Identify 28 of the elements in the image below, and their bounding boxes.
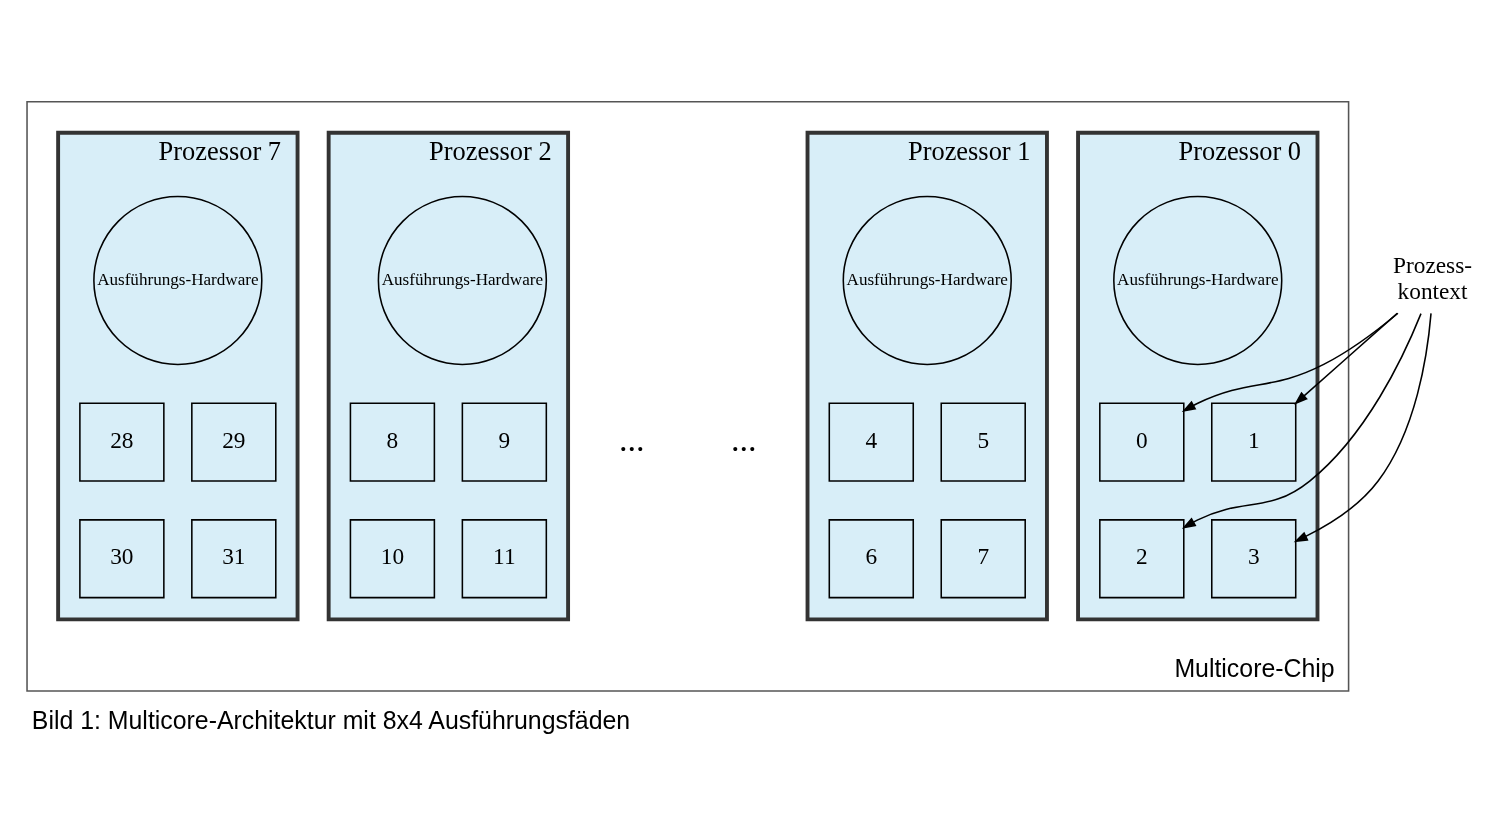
node-box: 30 (79, 518, 165, 598)
label: ... (730, 420, 757, 458)
node-box: 7 (940, 518, 1026, 598)
node-circle: Ausführungs-Hardware (93, 195, 263, 365)
node-box: 6 (828, 518, 915, 598)
node-box: 9 (461, 402, 548, 482)
node-box: 31 (191, 518, 277, 598)
node-box: 1 (1211, 402, 1297, 482)
node-box: 8 (349, 402, 436, 482)
node-box: 0 (1099, 402, 1185, 482)
node-box: 5 (940, 402, 1026, 482)
label: ... (619, 420, 645, 458)
node-text: Prozess-kontext (1393, 251, 1473, 304)
node-circle: Ausführungs-Hardware (842, 195, 1012, 365)
node-box: 2 (1099, 518, 1185, 598)
node-box: 4 (828, 402, 915, 482)
node-circle: Ausführungs-Hardware (377, 195, 548, 365)
node-box: 29 (191, 402, 277, 482)
node-circle: Ausführungs-Hardware (1113, 195, 1283, 365)
caption: Bild 1: Multicore-Architektur mit 8x4 Ausführungsfäden (31, 705, 631, 734)
node-box: 10 (349, 518, 436, 598)
node-box: 28 (79, 402, 165, 482)
arrow (1293, 312, 1432, 542)
arrow (1181, 311, 1399, 412)
node-box: 3 (1211, 518, 1297, 598)
arrow (1294, 312, 1398, 405)
node-box: 11 (461, 518, 548, 598)
arrow (1181, 312, 1422, 529)
